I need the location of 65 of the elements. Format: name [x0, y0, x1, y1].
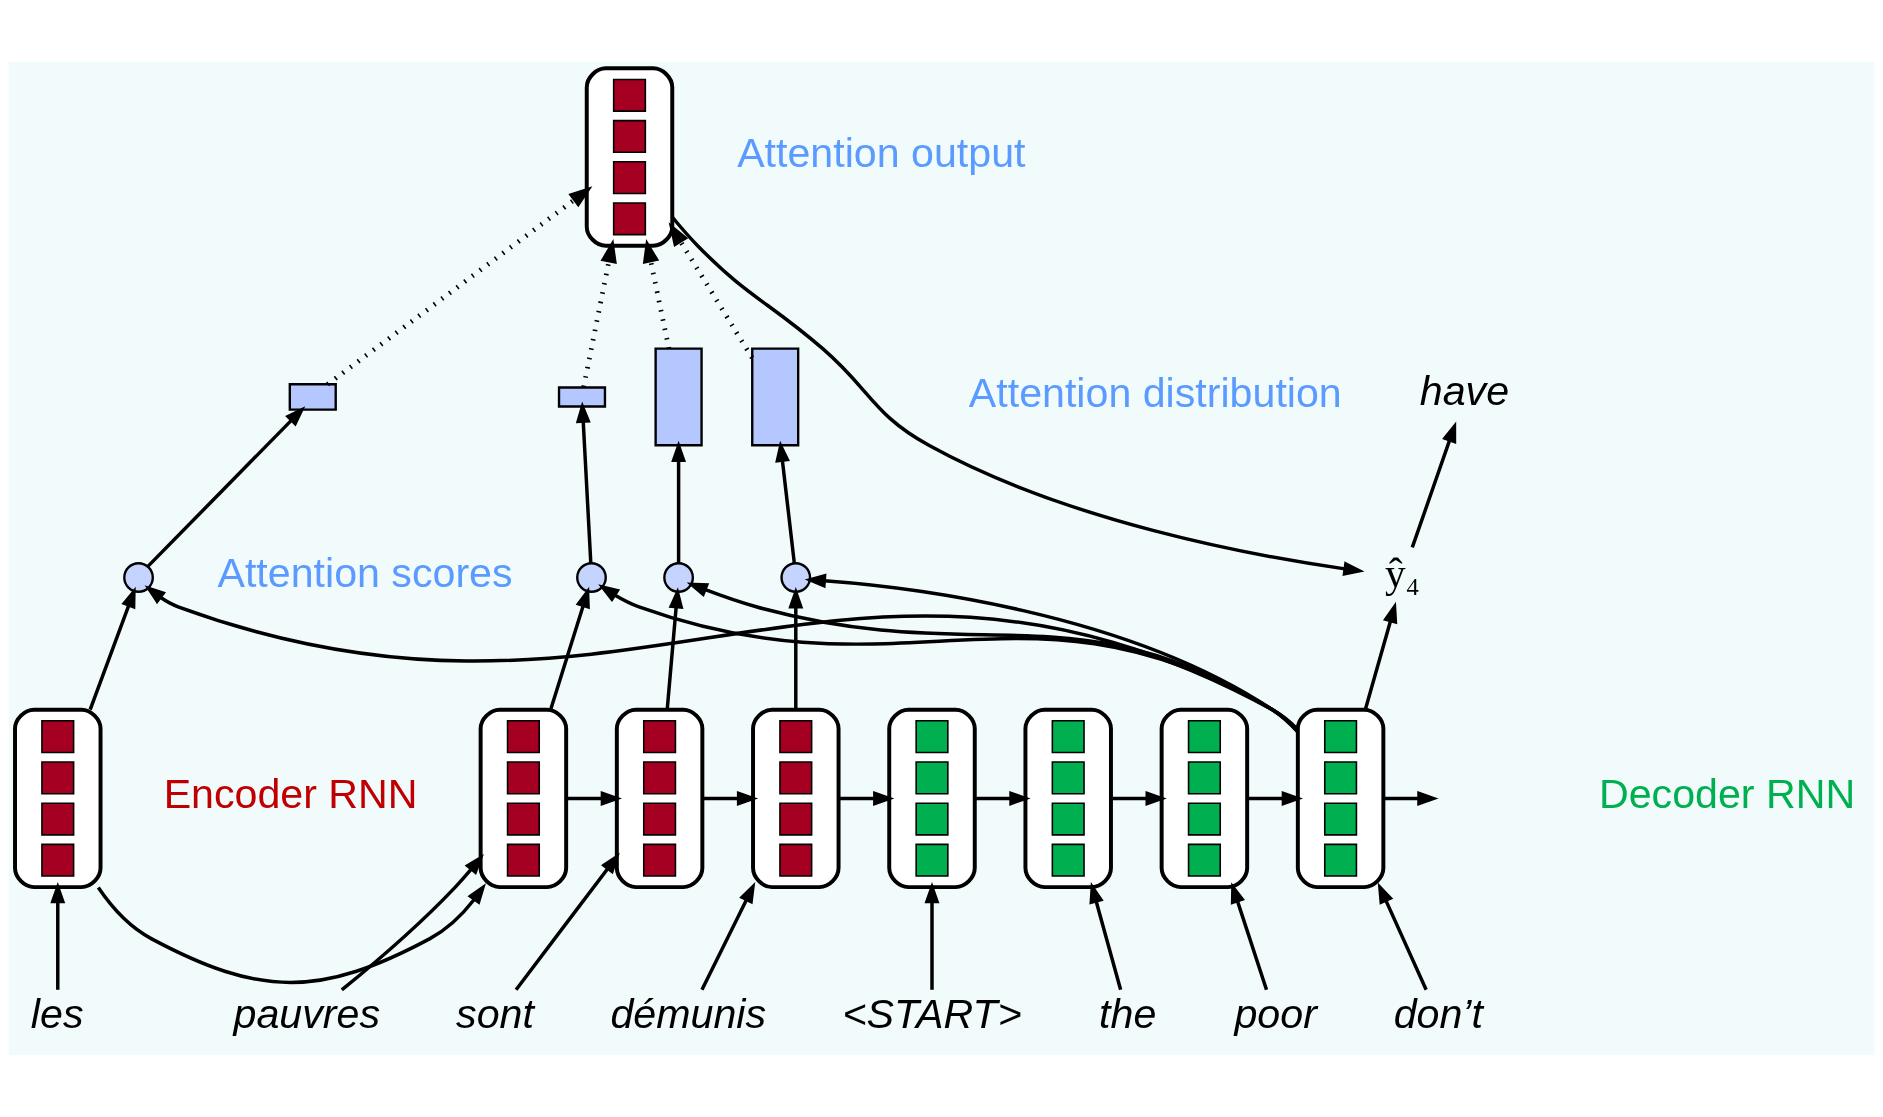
node-box: [584, 66, 675, 248]
arrow: [665, 587, 684, 710]
node-circle: [576, 562, 607, 593]
arrow: [566, 791, 622, 806]
arrow: [1230, 882, 1269, 991]
node-text: pauvres: [233, 990, 380, 1037]
arrow: [671, 440, 687, 564]
arrow: [581, 239, 617, 388]
arrow: [804, 573, 1299, 733]
node-circle: [123, 562, 154, 593]
arrow: [50, 881, 66, 990]
arrow: [1111, 791, 1167, 806]
node-text: les: [30, 990, 84, 1037]
arrow: [924, 881, 940, 990]
node-text: have: [1419, 368, 1510, 415]
node-text: don’t: [1393, 990, 1483, 1037]
arrow: [668, 222, 755, 360]
arrow: [642, 238, 672, 350]
arrow: [702, 791, 759, 806]
node-box: [1023, 707, 1113, 890]
label: Encoder RNN: [163, 771, 418, 818]
arrow: [340, 853, 484, 992]
arrow: [788, 587, 804, 710]
node-circle: [663, 562, 695, 593]
node-box: [751, 707, 841, 890]
node-box: [13, 707, 103, 890]
node-bar: [557, 386, 607, 408]
arrow: [146, 406, 306, 568]
arrow: [144, 585, 1299, 731]
arrow: [326, 186, 593, 387]
node-bar: [751, 347, 800, 447]
label: Decoder RNN: [1598, 771, 1856, 818]
node-text: poor: [1234, 990, 1317, 1037]
node-circle: [780, 562, 812, 593]
label: Attention distribution: [968, 369, 1342, 416]
node-text: sont: [456, 990, 534, 1037]
node-text: ŷ₄: [1384, 550, 1420, 597]
arrow: [514, 852, 620, 991]
arrow: [575, 401, 593, 564]
arrow: [96, 883, 486, 985]
node-box: [887, 707, 977, 890]
node-bar: [288, 383, 337, 411]
node-text: the: [1099, 990, 1157, 1037]
node-box: [614, 707, 705, 890]
arrow: [1383, 791, 1439, 806]
arrow: [1363, 601, 1398, 710]
arrow: [1247, 791, 1303, 806]
arrow: [1410, 421, 1457, 548]
label: Attention scores: [217, 550, 513, 597]
arrow: [88, 586, 136, 711]
node-box: [478, 707, 569, 890]
node-text: démunis: [610, 990, 767, 1037]
arrow: [775, 440, 797, 564]
node-box: [1295, 707, 1386, 890]
node-box: [1159, 707, 1250, 890]
node-text: <START>: [842, 990, 1022, 1037]
arrow: [1089, 882, 1123, 991]
node-label: Attention output: [737, 130, 1026, 176]
arrow: [975, 791, 1031, 806]
arrow: [549, 586, 590, 711]
arrow: [838, 791, 895, 806]
node-bar: [654, 347, 703, 447]
arrow: [1377, 882, 1428, 991]
arrow: [700, 882, 756, 991]
arrow: [671, 216, 1365, 577]
